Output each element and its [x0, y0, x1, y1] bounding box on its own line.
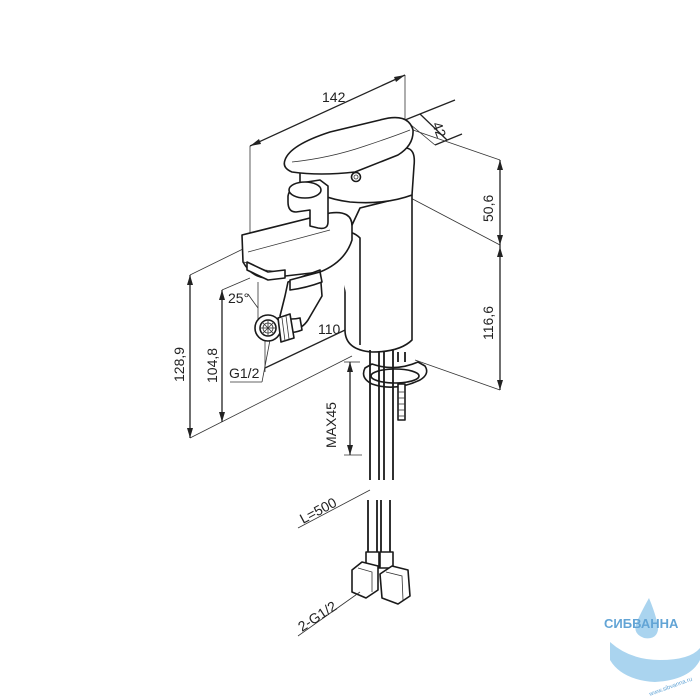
dim-50-6-label: 50,6	[480, 195, 496, 222]
dim-104-8-label: 104,8	[204, 348, 220, 383]
watermark-brand: СИБВАННА	[604, 616, 679, 631]
dim-142: 142	[249, 74, 406, 240]
dim-outlet-thread: G1/2	[229, 339, 271, 383]
outlet-thread-label: G1/2	[229, 365, 260, 381]
dim-hose-length: L=500	[297, 489, 371, 529]
dim-42-label: 42	[429, 120, 449, 140]
supply-pipes	[351, 350, 411, 605]
dim-angle: 25°	[228, 282, 259, 320]
hose-thread-label: 2-G1/2	[295, 598, 340, 635]
dim-max-label: MAX45	[323, 402, 339, 448]
dim-angle-label: 25°	[228, 290, 249, 306]
bathtub-icon	[610, 642, 700, 682]
dim-128-9-label: 128,9	[171, 347, 187, 382]
watermark: СИБВАННА www.sibvanna.ru	[604, 598, 700, 698]
dim-42: 42	[404, 99, 463, 146]
dim-hose-thread: 2-G1/2	[295, 591, 361, 637]
dim-right-heights: 50,6 116,6	[404, 129, 503, 391]
dim-max: MAX45	[323, 361, 362, 456]
dim-142-label: 142	[322, 89, 346, 105]
hose-length-label: L=500	[297, 494, 339, 527]
faucet-body	[241, 116, 428, 388]
dim-left-heights: 128,9 104,8	[171, 247, 353, 439]
water-drop-icon	[635, 598, 658, 639]
dim-110-label: 110	[318, 321, 341, 337]
outlet-nozzle	[254, 313, 295, 343]
dim-116-6-label: 116,6	[480, 306, 496, 340]
